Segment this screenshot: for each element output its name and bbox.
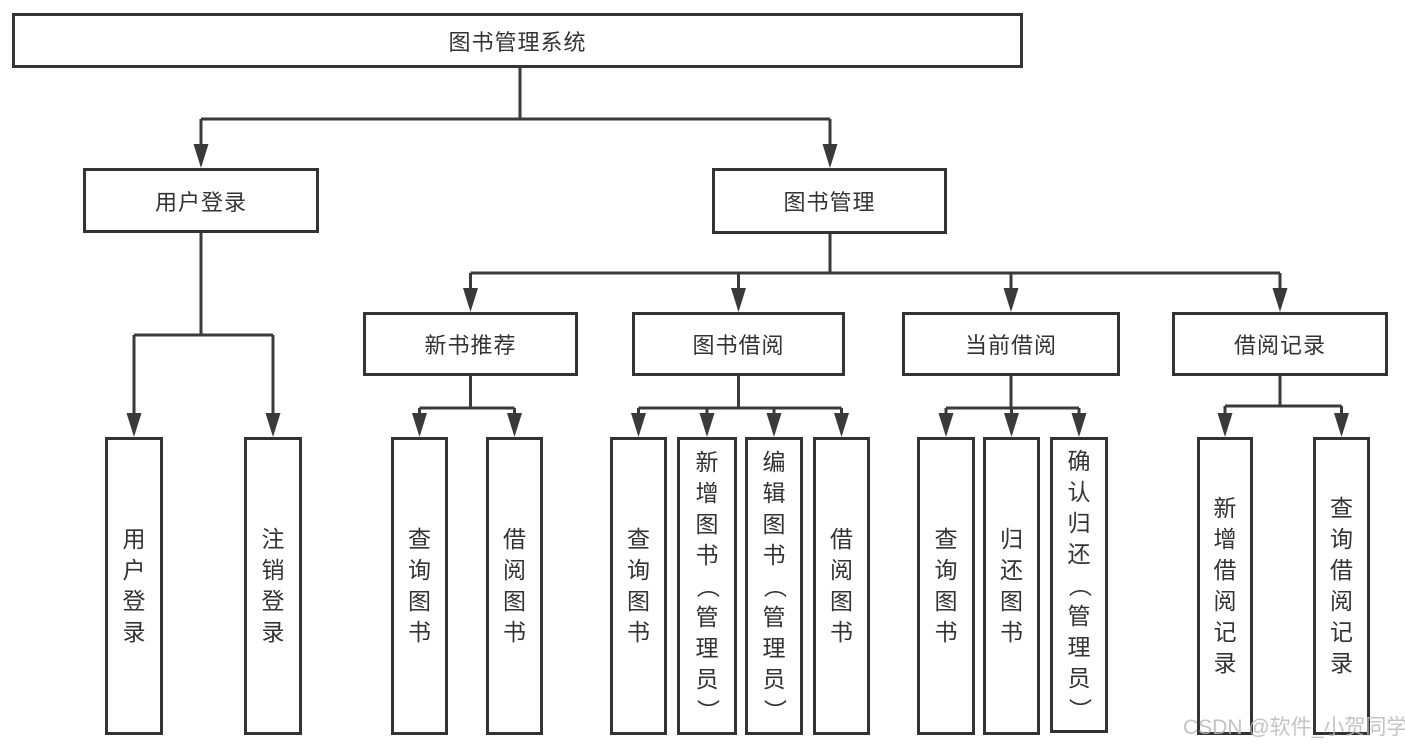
- vertical-char: 销: [261, 557, 285, 583]
- leaf-return-books: 归还图书: [983, 437, 1040, 735]
- vertical-char: 查: [1330, 495, 1353, 521]
- leaf-confirm-return-admin: 确认归还 （ 管理员 ）: [1050, 437, 1108, 733]
- vertical-char: 阅: [1213, 588, 1237, 614]
- vertical-char: （: [1066, 573, 1093, 597]
- node-book-borrowing: 图书借阅: [632, 312, 845, 376]
- vertical-char: 新: [695, 448, 719, 475]
- vertical-char: 记: [1213, 619, 1237, 645]
- leaf-add-borrow-record: 新增借阅记录: [1197, 437, 1253, 735]
- vertical-char: 理: [1067, 633, 1091, 660]
- vertical-char: 编: [762, 448, 786, 475]
- node-user-login: 用户登录: [83, 168, 319, 233]
- vertical-char: 录: [1213, 650, 1237, 676]
- node-library-management-system: 图书管理系统: [12, 13, 1023, 68]
- vertical-char: 录: [1330, 650, 1353, 676]
- vertical-char: 询: [408, 557, 431, 583]
- vertical-char: 图: [830, 588, 853, 614]
- vertical-char: 借: [830, 526, 853, 552]
- vertical-char: 书: [627, 619, 650, 645]
- vertical-char: 借: [1213, 557, 1237, 583]
- vertical-char: 管: [1067, 602, 1091, 629]
- vertical-char: 注: [261, 526, 285, 552]
- vertical-char: （: [761, 574, 788, 598]
- vertical-char: 查: [627, 526, 650, 552]
- vertical-char: 书: [503, 619, 526, 645]
- vertical-char: 用: [122, 526, 146, 552]
- vertical-char: 阅: [1330, 588, 1353, 614]
- tree-edges: [126, 66, 1349, 437]
- vertical-char: 图: [762, 510, 786, 537]
- vertical-char: 归: [1067, 509, 1091, 536]
- vertical-char: 图: [695, 510, 719, 537]
- vertical-char: （: [694, 574, 721, 598]
- node-new-book-recommendation: 新书推荐: [363, 312, 578, 376]
- vertical-char: 图: [503, 588, 526, 614]
- leaf-borrow-books-2: 借阅图书: [813, 437, 870, 735]
- vertical-char: 书: [1000, 619, 1023, 645]
- vertical-char: 还: [1000, 557, 1023, 583]
- vertical-char: ）: [761, 698, 788, 722]
- vertical-char: 理: [762, 634, 786, 661]
- vertical-char: 图: [627, 588, 650, 614]
- vertical-char: 登: [261, 588, 285, 614]
- leaf-query-borrow-record: 查询借阅记录: [1313, 437, 1370, 735]
- vertical-char: 员: [695, 665, 719, 692]
- vertical-char: 增: [1213, 526, 1237, 552]
- vertical-char: 还: [1067, 540, 1091, 567]
- vertical-char: 借: [503, 526, 526, 552]
- vertical-char: 阅: [503, 557, 526, 583]
- vertical-char: 询: [627, 557, 650, 583]
- leaf-query-books-1: 查询图书: [391, 437, 448, 735]
- leaf-edit-books-admin: 编辑图书 （ 管理员 ）: [745, 437, 803, 735]
- vertical-char: 书: [762, 541, 786, 568]
- vertical-char: 书: [408, 619, 431, 645]
- vertical-char: 管: [762, 603, 786, 630]
- vertical-char: 书: [695, 541, 719, 568]
- leaf-query-books-2: 查询图书: [610, 437, 667, 735]
- vertical-char: 新: [1213, 495, 1237, 521]
- vertical-char: 认: [1067, 478, 1091, 505]
- vertical-char: 图: [934, 588, 958, 614]
- vertical-char: 员: [1067, 664, 1091, 691]
- vertical-char: 录: [261, 619, 285, 645]
- vertical-char: 书: [934, 619, 958, 645]
- vertical-char: 归: [1000, 526, 1023, 552]
- leaf-user-login: 用户登录: [105, 437, 163, 735]
- vertical-char: 查: [934, 526, 958, 552]
- vertical-char: 图: [408, 588, 431, 614]
- node-book-management: 图书管理: [712, 168, 947, 234]
- vertical-char: 管: [695, 603, 719, 630]
- vertical-char: 询: [1330, 526, 1353, 552]
- node-current-borrowing: 当前借阅: [902, 312, 1120, 376]
- vertical-char: 图: [1000, 588, 1023, 614]
- leaf-query-books-3: 查询图书: [917, 437, 975, 735]
- vertical-char: ）: [1066, 697, 1093, 721]
- node-borrowing-records: 借阅记录: [1172, 312, 1388, 376]
- vertical-char: 户: [122, 557, 146, 583]
- vertical-char: 辑: [762, 479, 786, 506]
- vertical-char: 书: [830, 619, 853, 645]
- vertical-char: 员: [762, 665, 786, 692]
- csdn-watermark: CSDN @软件_小贺同学: [1183, 716, 1405, 739]
- leaf-borrow-books-1: 借阅图书: [486, 437, 543, 735]
- leaf-add-books-admin: 新增图书 （ 管理员 ）: [677, 437, 737, 735]
- vertical-char: 阅: [830, 557, 853, 583]
- vertical-char: ）: [694, 698, 721, 722]
- vertical-char: 借: [1330, 557, 1353, 583]
- leaf-logout: 注销登录: [244, 437, 302, 735]
- vertical-char: 记: [1330, 619, 1353, 645]
- vertical-char: 确: [1067, 447, 1091, 474]
- vertical-char: 录: [122, 619, 146, 645]
- vertical-char: 登: [122, 588, 146, 614]
- vertical-char: 查: [408, 526, 431, 552]
- vertical-char: 询: [934, 557, 958, 583]
- vertical-char: 理: [695, 634, 719, 661]
- vertical-char: 增: [695, 479, 719, 506]
